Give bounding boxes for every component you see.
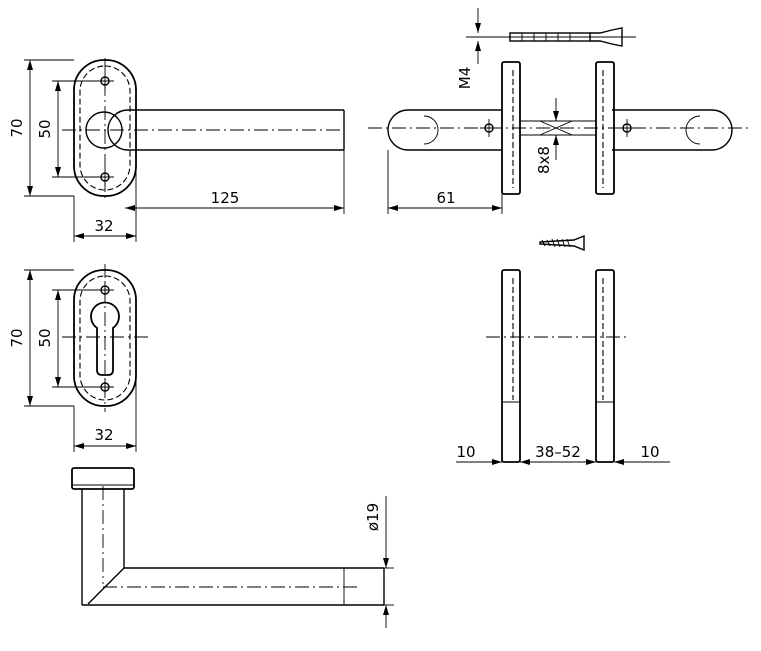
dim-50-keyhole: 50: [36, 289, 100, 388]
dim-70: 70: [8, 59, 74, 197]
label-50-keyhole: 50: [36, 328, 54, 347]
dim-32: 32: [73, 130, 137, 242]
label-m4: M4: [456, 67, 474, 90]
lever-profile-view: ø19: [71, 467, 394, 628]
label-38-52: 38–52: [535, 443, 581, 461]
label-70-keyhole: 70: [8, 328, 26, 347]
label-50: 50: [36, 119, 54, 138]
label-10-right: 10: [640, 443, 659, 461]
label-diameter: ø19: [364, 503, 382, 531]
screw-m4: M4: [456, 8, 636, 89]
assembly-view: M4: [368, 8, 750, 214]
dim-70-keyhole: 70: [8, 269, 74, 407]
label-32-keyhole: 32: [94, 426, 113, 444]
dim-8x8: 8x8: [535, 98, 559, 174]
left-lever: [387, 109, 502, 151]
lever-rose-cap: [71, 467, 135, 490]
keyhole-rose-view: 70 50 32: [8, 264, 150, 452]
label-70: 70: [8, 118, 26, 137]
dim-61: 61: [387, 150, 503, 214]
handle-top-view: 70 50 32 125: [8, 58, 345, 242]
label-125: 125: [211, 189, 240, 207]
section-rose-right: [595, 269, 615, 463]
label-61: 61: [436, 189, 455, 207]
section-rose-left: [501, 269, 521, 463]
dim-thickness-row: 10 38–52 10: [456, 443, 670, 465]
label-32: 32: [94, 217, 113, 235]
right-lever: [612, 109, 733, 151]
lever-neck: [107, 109, 129, 151]
keyhole-cutout: [90, 301, 120, 376]
dim-50: 50: [36, 80, 100, 178]
label-10-left: 10: [456, 443, 475, 461]
label-8x8: 8x8: [535, 146, 553, 174]
spindle: [520, 120, 596, 136]
dim-125: 125: [125, 150, 345, 214]
wood-screw: [539, 234, 585, 252]
rose-section-view: 10 38–52 10: [456, 269, 670, 465]
dim-diameter: ø19: [364, 496, 394, 628]
dim-32-keyhole: 32: [73, 337, 137, 452]
